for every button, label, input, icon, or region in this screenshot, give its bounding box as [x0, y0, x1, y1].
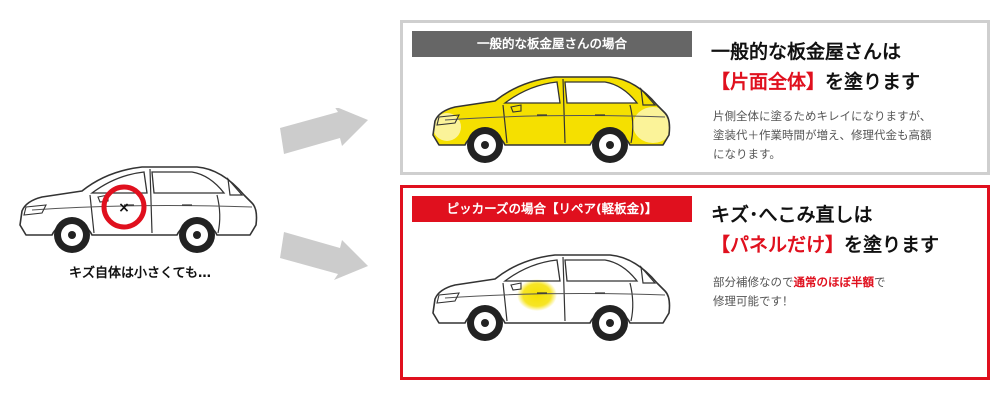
damage-mark: ×	[118, 200, 130, 216]
general-desc-line: になります。	[713, 147, 781, 161]
damage-circle	[101, 184, 147, 230]
repair-spot	[517, 279, 557, 311]
arrow-right-icon	[280, 222, 370, 282]
pickers-desc-line1: 部分補修なので通常のほぼ半額で	[713, 273, 983, 292]
arrow-right-icon	[280, 106, 370, 168]
pickers-headline-line1: キズ･へこみ直しは	[711, 204, 873, 226]
pickers-tab-label: ピッカーズの場合【リペア(軽板金)】	[412, 196, 692, 222]
pickers-car-illustration	[425, 243, 675, 343]
pickers-headline-line2: 【パネルだけ】を塗ります	[711, 230, 939, 260]
general-headline: 一般的な板金屋さんは 【片面全体】を塗ります	[711, 37, 920, 97]
pickers-headline: キズ･へこみ直しは 【パネルだけ】を塗ります	[711, 200, 939, 260]
left-caption: キズ自体は小さくても…	[69, 266, 211, 281]
pickers-desc-suffix: で	[874, 275, 886, 289]
general-headline-line2: 【片面全体】を塗ります	[711, 67, 920, 97]
general-headline-suffix: を塗ります	[825, 71, 921, 93]
general-headline-highlight: 【片面全体】	[711, 71, 826, 93]
pickers-desc-highlight: 通常のほぼ半額	[793, 275, 875, 289]
left-car-illustration: ×	[12, 155, 262, 255]
pickers-desc-line2: 修理可能です！	[713, 294, 794, 308]
general-desc-line: 片側全体に塗るためキレイになりますが、	[713, 109, 932, 123]
general-shop-panel: 一般的な板金屋さんの場合 一般的な板金屋さんは 【片面全体】を塗ります 片側全体…	[400, 20, 990, 175]
general-car-illustration	[425, 65, 675, 165]
general-headline-line1: 一般的な板金屋さんは	[711, 41, 902, 63]
pickers-panel: ピッカーズの場合【リペア(軽板金)】 キズ･へこみ直しは 【パネルだけ】を塗りま…	[400, 185, 990, 380]
pickers-desc-prefix: 部分補修なので	[713, 275, 794, 289]
general-desc-line: 塗装代＋作業時間が増え、修理代金も高額	[713, 128, 932, 142]
pickers-headline-suffix: を塗ります	[844, 234, 940, 256]
general-shop-tab-label: 一般的な板金屋さんの場合	[412, 31, 692, 57]
pickers-headline-highlight: 【パネルだけ】	[711, 234, 845, 256]
pickers-description: 部分補修なので通常のほぼ半額で 修理可能です！	[713, 273, 983, 311]
general-description: 片側全体に塗るためキレイになりますが、 塗装代＋作業時間が増え、修理代金も高額 …	[713, 107, 983, 164]
